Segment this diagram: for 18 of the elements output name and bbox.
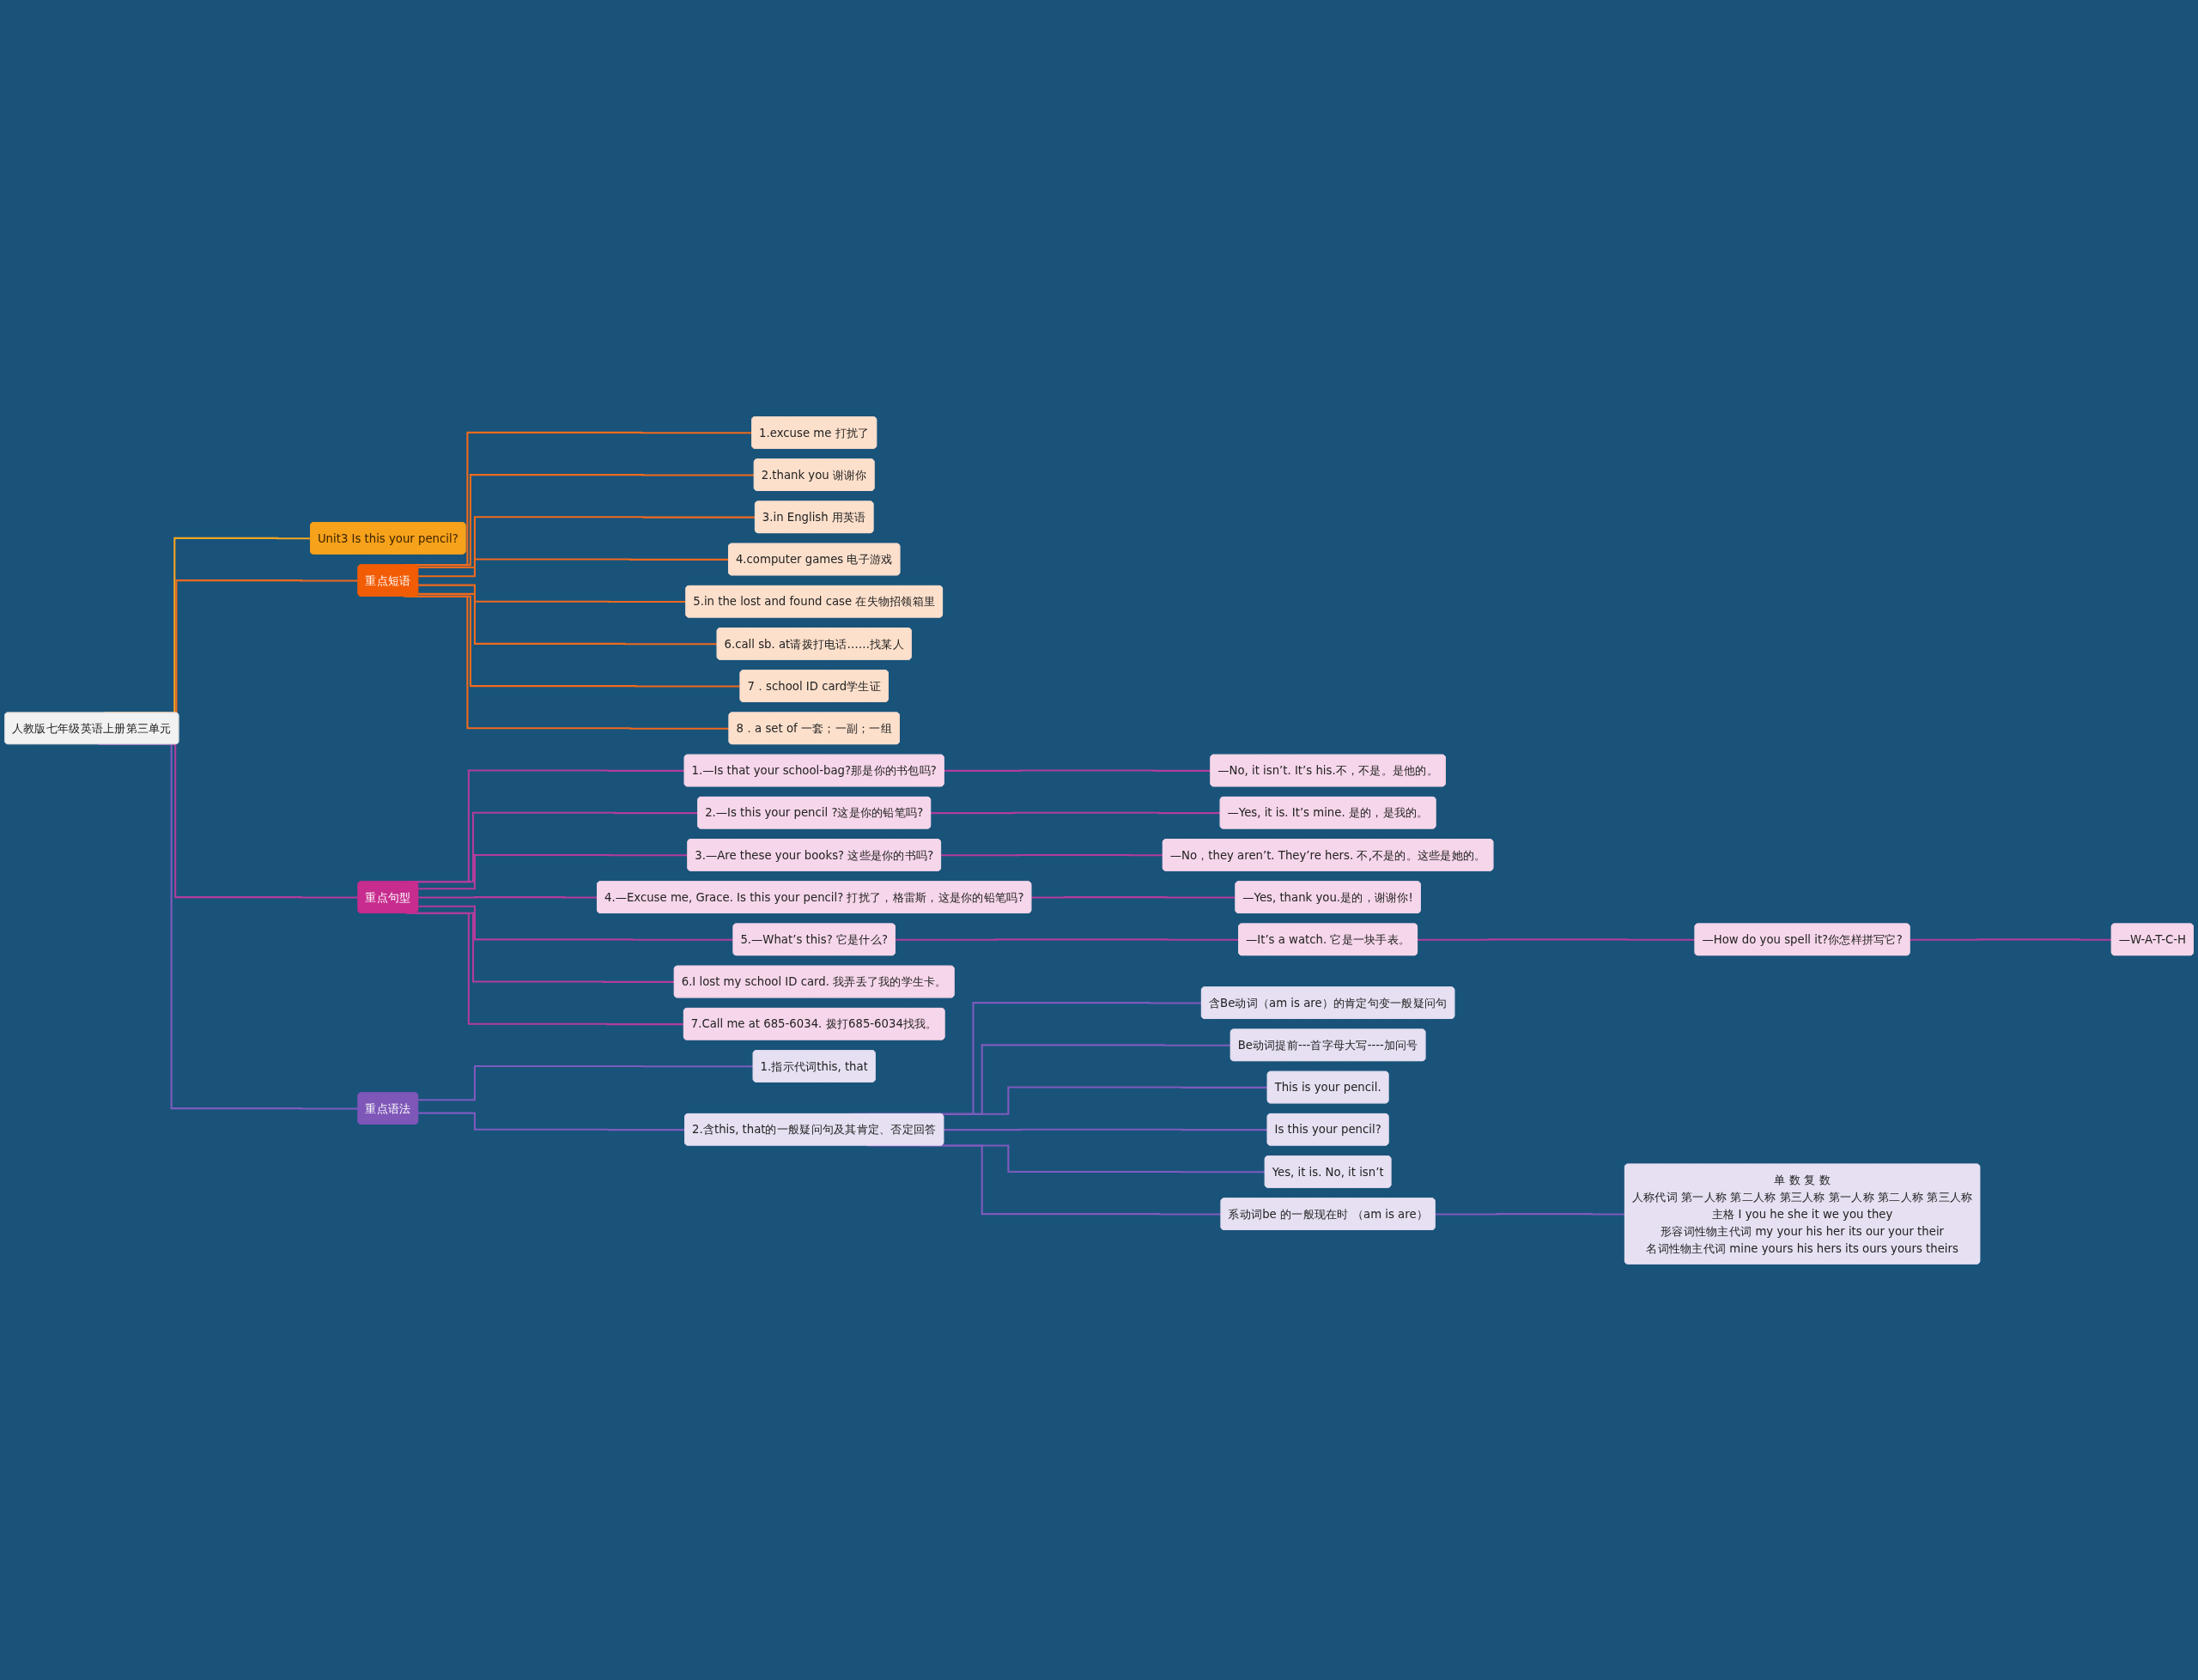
connector xyxy=(895,937,1239,941)
connector xyxy=(944,1128,1268,1131)
connector xyxy=(1031,895,1236,899)
connector xyxy=(418,515,756,568)
connector xyxy=(418,853,689,889)
connector xyxy=(418,895,598,899)
connector xyxy=(418,584,687,603)
connector xyxy=(944,769,1211,772)
connector xyxy=(1435,1212,1625,1216)
connector xyxy=(418,1064,754,1101)
connector xyxy=(940,853,1163,856)
connector xyxy=(1417,937,1696,941)
connector xyxy=(418,1112,685,1131)
connector xyxy=(418,558,729,577)
connector xyxy=(418,905,734,941)
connector xyxy=(418,592,718,645)
connector xyxy=(1910,937,2112,941)
connector xyxy=(931,811,1221,814)
